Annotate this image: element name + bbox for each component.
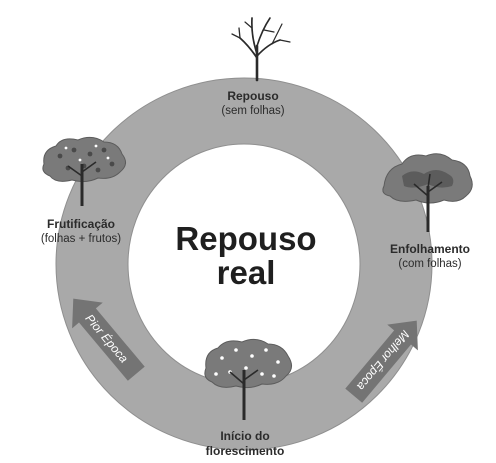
center-title-line1: Repouso	[175, 220, 316, 257]
stage-title-florescimento: Início do	[220, 429, 269, 443]
stage-subtitle-florescimento: florescimento	[206, 444, 285, 458]
center-title-line2: real	[217, 254, 276, 291]
stage-subtitle-enfolhamento: (com folhas)	[398, 258, 461, 270]
stage-subtitle-frutificacao: (folhas + frutos)	[41, 233, 121, 245]
bare-tree-icon	[231, 17, 291, 82]
stage-title-enfolhamento: Enfolhamento	[390, 242, 470, 256]
leafy-tree-icon	[382, 153, 473, 232]
stage-title-repouso: Repouso	[227, 89, 278, 103]
fruiting-tree-icon	[42, 136, 126, 206]
flowering-tree-icon	[204, 338, 292, 420]
stage-title-frutificacao: Frutificação	[47, 217, 115, 231]
stage-subtitle-repouso: (sem folhas)	[221, 105, 284, 117]
cycle-ring	[55, 77, 433, 451]
